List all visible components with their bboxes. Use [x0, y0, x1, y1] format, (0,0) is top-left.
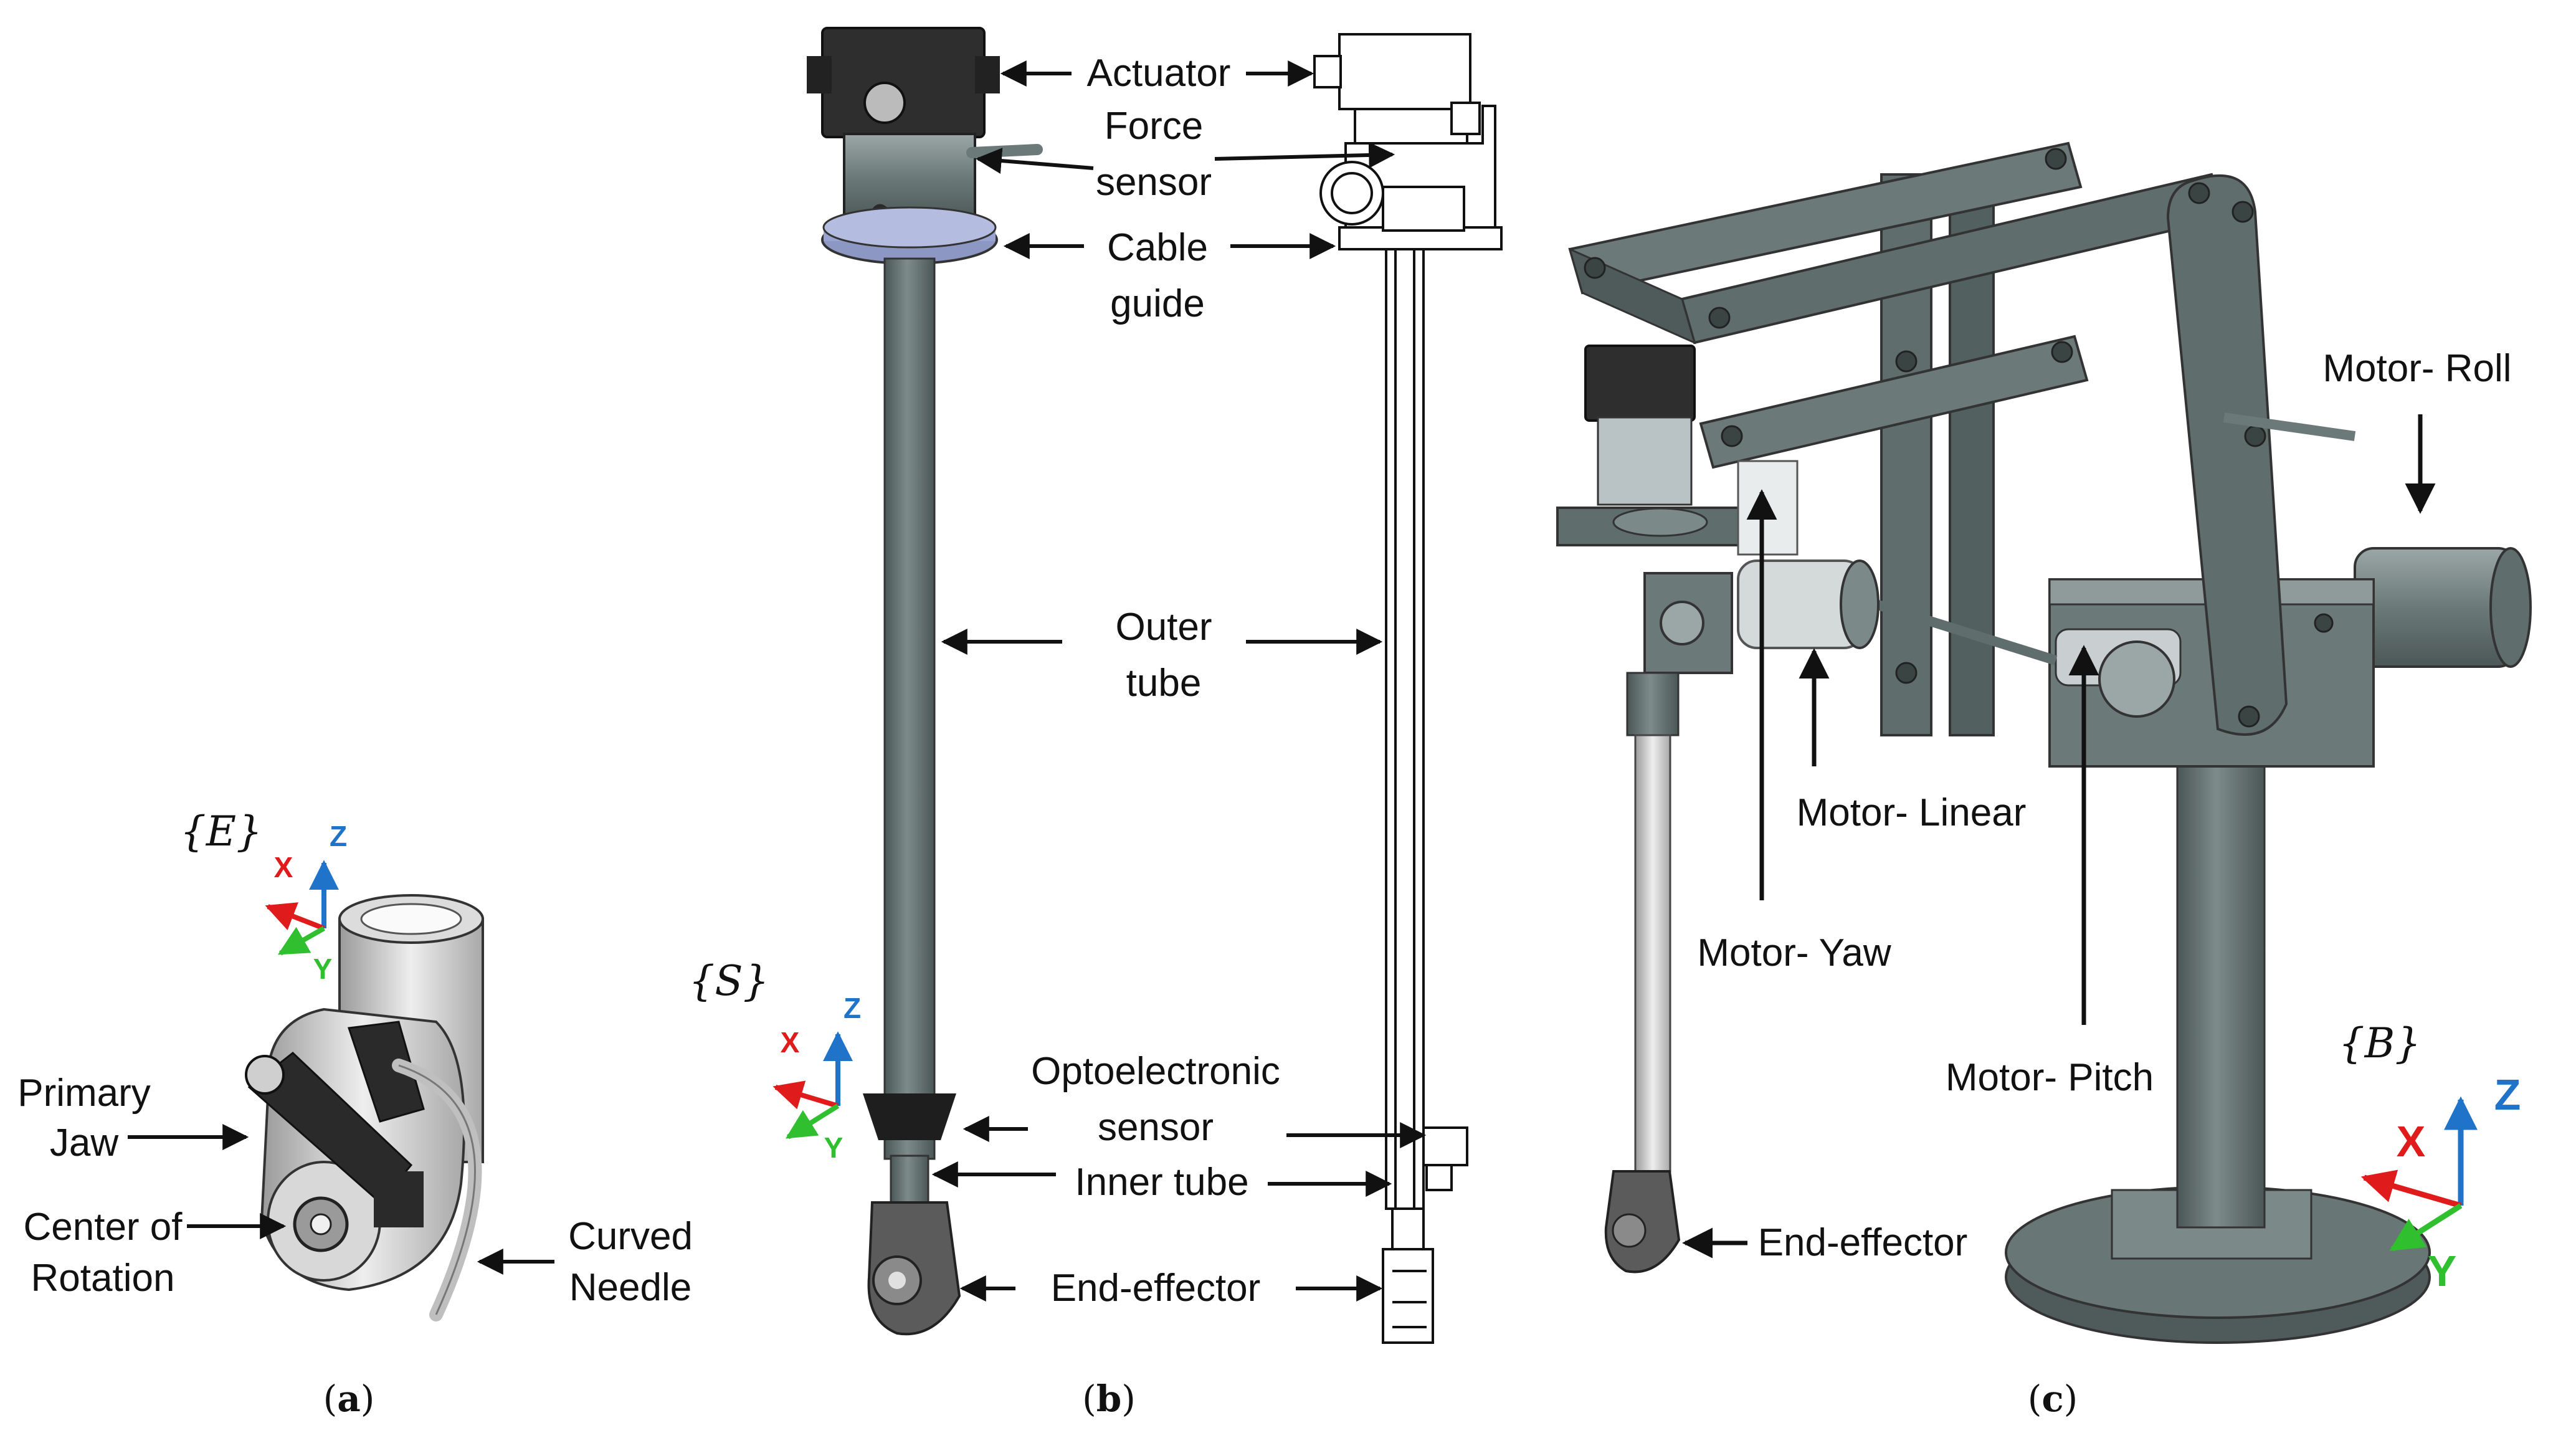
frame-s-axes — [772, 1031, 853, 1140]
panel-label-c: (c) — [2027, 1378, 2078, 1420]
label-primary-jaw-1: Primary — [17, 1072, 151, 1115]
actuator-body — [821, 27, 986, 138]
label-cable-guide-1: Cable — [1107, 226, 1208, 269]
instrument-shaded — [807, 27, 1043, 1336]
frame-e-label: {E} — [179, 807, 263, 855]
end-effector-drawing — [245, 894, 484, 1321]
robot-pillar — [2176, 715, 2266, 1229]
axis-z-s: Z — [843, 992, 862, 1024]
frame-b-label: {B} — [2338, 1019, 2422, 1067]
opto-sensor-outline — [1422, 1126, 1468, 1166]
outer-tube-outline — [1385, 248, 1425, 1210]
axis-y-b: Y — [2427, 1247, 2457, 1295]
label-center-rotation-1: Center of — [23, 1206, 183, 1249]
frame-s-label: {S} — [688, 957, 769, 1005]
robot-assembly — [1556, 141, 2532, 1344]
label-outer-tube-2: tube — [1126, 662, 1202, 705]
axis-z-b: Z — [2494, 1070, 2521, 1119]
end-effector-outline — [1382, 1248, 1434, 1344]
label-force-sensor-2: sensor — [1095, 161, 1212, 204]
frame-b-axes — [2360, 1096, 2478, 1252]
label-curved-needle-2: Needle — [569, 1266, 692, 1309]
frame-e-axes — [265, 860, 339, 956]
axis-x-e: X — [273, 851, 293, 883]
robot-inner-tube — [1634, 734, 1671, 1173]
axis-x-b: X — [2396, 1117, 2426, 1166]
label-motor-pitch: Motor- Pitch — [1945, 1056, 2154, 1099]
label-motor-yaw: Motor- Yaw — [1697, 931, 1891, 974]
label-end-effector-b: End-effector — [1050, 1267, 1261, 1310]
outer-tube-shaded — [883, 257, 936, 1160]
label-force-sensor-1: Force — [1104, 105, 1204, 148]
label-end-effector-c: End-effector — [1757, 1221, 1968, 1264]
panel-label-a: (a) — [323, 1378, 375, 1420]
label-actuator: Actuator — [1086, 52, 1231, 95]
axis-y-e: Y — [313, 953, 333, 985]
robot-actuator — [1584, 345, 1696, 422]
inner-tube-shaded — [890, 1154, 929, 1207]
panel-label-b: (b) — [1082, 1378, 1136, 1420]
axis-z-e: Z — [329, 820, 348, 852]
arrow-force-sensor-left — [975, 148, 1094, 174]
instrument-outline — [1313, 33, 1503, 1344]
label-center-rotation-2: Rotation — [31, 1257, 175, 1300]
label-curved-needle-1: Curved — [568, 1215, 693, 1258]
roll-link — [2166, 174, 2288, 736]
label-optoelectronic-2: sensor — [1097, 1106, 1214, 1149]
label-motor-linear: Motor- Linear — [1796, 791, 2027, 834]
label-outer-tube-1: Outer — [1115, 606, 1212, 649]
actuator-outline — [1338, 33, 1471, 110]
robot-force-sensor — [1597, 416, 1693, 506]
label-inner-tube: Inner tube — [1075, 1161, 1249, 1204]
label-cable-guide-2: guide — [1110, 282, 1205, 325]
arrow-force-sensor-right — [1214, 141, 1395, 168]
robot-outer-tube — [1626, 672, 1680, 736]
axis-y-s: Y — [824, 1131, 844, 1164]
arm-bar-3 — [1699, 335, 2089, 469]
label-optoelectronic-1: Optoelectronic — [1031, 1050, 1280, 1093]
label-primary-jaw-2: Jaw — [49, 1121, 119, 1164]
opto-sensor-shaded — [863, 1093, 956, 1140]
axis-x-s: X — [780, 1026, 800, 1059]
label-motor-roll: Motor- Roll — [2322, 347, 2512, 390]
